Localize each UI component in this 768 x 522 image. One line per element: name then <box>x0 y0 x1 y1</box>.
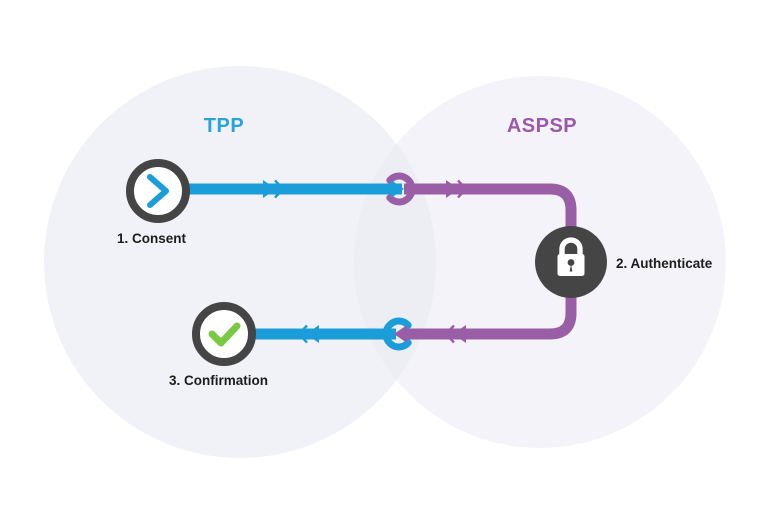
authenticate-request-flow <box>404 183 577 262</box>
tpp-label: TPP <box>204 115 244 137</box>
node-confirmation[interactable] <box>192 302 256 366</box>
junction-inner-arrowhead-2 <box>394 325 407 343</box>
confirmation-step-label: 3. Confirmation <box>169 373 268 388</box>
consent-step-label: 1. Consent <box>117 231 187 246</box>
aspsp-label: ASPSP <box>507 115 577 137</box>
lock-icon <box>557 237 585 276</box>
node-consent[interactable] <box>126 159 190 223</box>
node-authenticate[interactable] <box>535 226 607 298</box>
authenticate-step-label: 2. Authenticate <box>616 256 713 271</box>
authenticate-response-flow <box>404 262 577 340</box>
junction-inner-arrowhead <box>391 180 404 198</box>
response-handoff-junction <box>382 317 412 351</box>
check-icon <box>208 322 241 347</box>
confirmation-node-ring <box>192 302 256 366</box>
consent-node-ring <box>126 159 190 223</box>
request-handoff-junction <box>386 172 416 206</box>
chevron-right-icon <box>147 174 169 208</box>
